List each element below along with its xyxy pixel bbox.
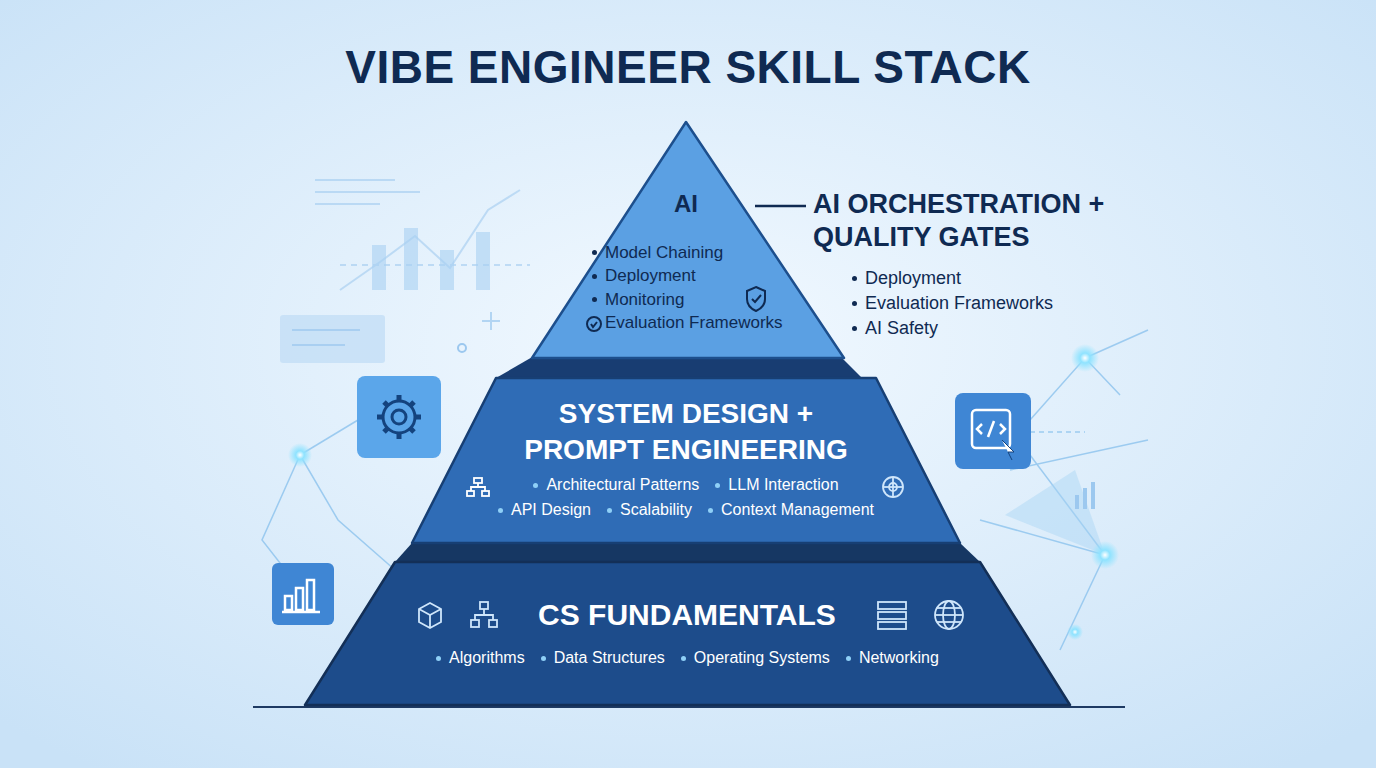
bullet-text: Deployment	[605, 266, 696, 286]
bullet-dot	[592, 321, 597, 326]
tier-shape	[303, 560, 1072, 707]
bullet-item: Evaluation Frameworks	[592, 312, 783, 336]
bullet-item: Networking	[846, 649, 939, 667]
bullet-text: LLM Interaction	[728, 476, 838, 494]
bullet-dot	[533, 483, 538, 488]
bullet-dot	[498, 508, 503, 513]
text-group: Algorithms Data Structures Operating Syste…	[303, 649, 1072, 667]
bullet-item: Architectural Patterns	[533, 476, 699, 494]
bullet-item: API Design	[498, 501, 591, 519]
text-group: SYSTEM DESIGN + PROMPT ENGINEERING	[500, 396, 872, 468]
bullet-item: Scalability	[607, 501, 692, 519]
bullet-text: Model Chaining	[605, 243, 723, 263]
tier-heading: SYSTEM DESIGN + PROMPT ENGINEERING	[524, 398, 848, 465]
bullet-item: Operating Systems	[681, 649, 830, 667]
bullet-dot	[681, 656, 686, 661]
callout-heading-text: AI ORCHESTRATION + QUALITY GATES	[813, 189, 1104, 252]
bullet-dot	[846, 656, 851, 661]
bullet-dot	[607, 508, 612, 513]
pyramid-tier: SYSTEM DESIGN + PROMPT ENGINEERING Archit…	[410, 376, 962, 545]
callout-item: Deployment	[865, 268, 961, 289]
bullet-text: Algorithms	[449, 649, 525, 667]
bullet-dot	[852, 301, 857, 306]
bullet-text: Context Management	[721, 501, 874, 519]
bullet-text: Data Structures	[554, 649, 665, 667]
bullet-dot	[715, 483, 720, 488]
bullet-dot	[592, 250, 597, 255]
callout-heading: AI ORCHESTRATION + QUALITY GATES	[813, 188, 1113, 254]
bullet-item: LLM Interaction	[715, 476, 838, 494]
bullet-text: API Design	[511, 501, 591, 519]
bullet-dot	[436, 656, 441, 661]
bullet-item: Evaluation Frameworks	[852, 291, 1053, 316]
callout-item: Evaluation Frameworks	[865, 293, 1053, 314]
diagram-title: VIBE ENGINEER SKILL STACK	[345, 41, 1031, 93]
bullet-dot	[592, 274, 597, 279]
bullet-text: Architectural Patterns	[546, 476, 699, 494]
bullet-dot	[541, 656, 546, 661]
tier-heading: AI	[674, 190, 698, 217]
bullet-text: Operating Systems	[694, 649, 830, 667]
bullet-item: AI Safety	[852, 316, 1053, 341]
pyramid-tier: CS FUNDAMENTALS Algorithms Data Structures…	[303, 560, 1072, 707]
bullet-item: Deployment	[852, 266, 1053, 291]
bullet-text: Monitoring	[605, 290, 684, 310]
bullet-dot	[592, 297, 597, 302]
bullet-item: Model Chaining	[592, 241, 783, 265]
text-group: CS FUNDAMENTALS	[522, 598, 852, 632]
text-group: Architectural Patterns LLM Interaction	[410, 476, 962, 494]
callout-item: AI Safety	[865, 318, 938, 339]
bullet-dot	[852, 326, 857, 331]
title-wrap: VIBE ENGINEER SKILL STACK	[0, 40, 1376, 94]
bullet-text: Evaluation Frameworks	[605, 313, 783, 333]
bullet-item: Monitoring	[592, 288, 783, 312]
pyramid-tier: AI Model ChainingDeploymentMonitoringEval…	[530, 120, 846, 360]
callout-list: DeploymentEvaluation Frameworks AI Safety	[852, 266, 1053, 341]
bullet-text: Networking	[859, 649, 939, 667]
tier-heading: CS FUNDAMENTALS	[538, 598, 836, 631]
bullet-item: Data Structures	[541, 649, 665, 667]
text-group: AI	[656, 190, 716, 218]
bullet-text: Scalability	[620, 501, 692, 519]
bullet-dot	[852, 276, 857, 281]
bullet-item: Context Management	[708, 501, 874, 519]
text-group: API Design Scalability Context Management	[410, 501, 962, 519]
bullet-item: Algorithms	[436, 649, 525, 667]
bullet-item: Deployment	[592, 265, 783, 289]
text-group: Model ChainingDeploymentMonitoringEvalua…	[592, 241, 783, 335]
bullet-dot	[708, 508, 713, 513]
